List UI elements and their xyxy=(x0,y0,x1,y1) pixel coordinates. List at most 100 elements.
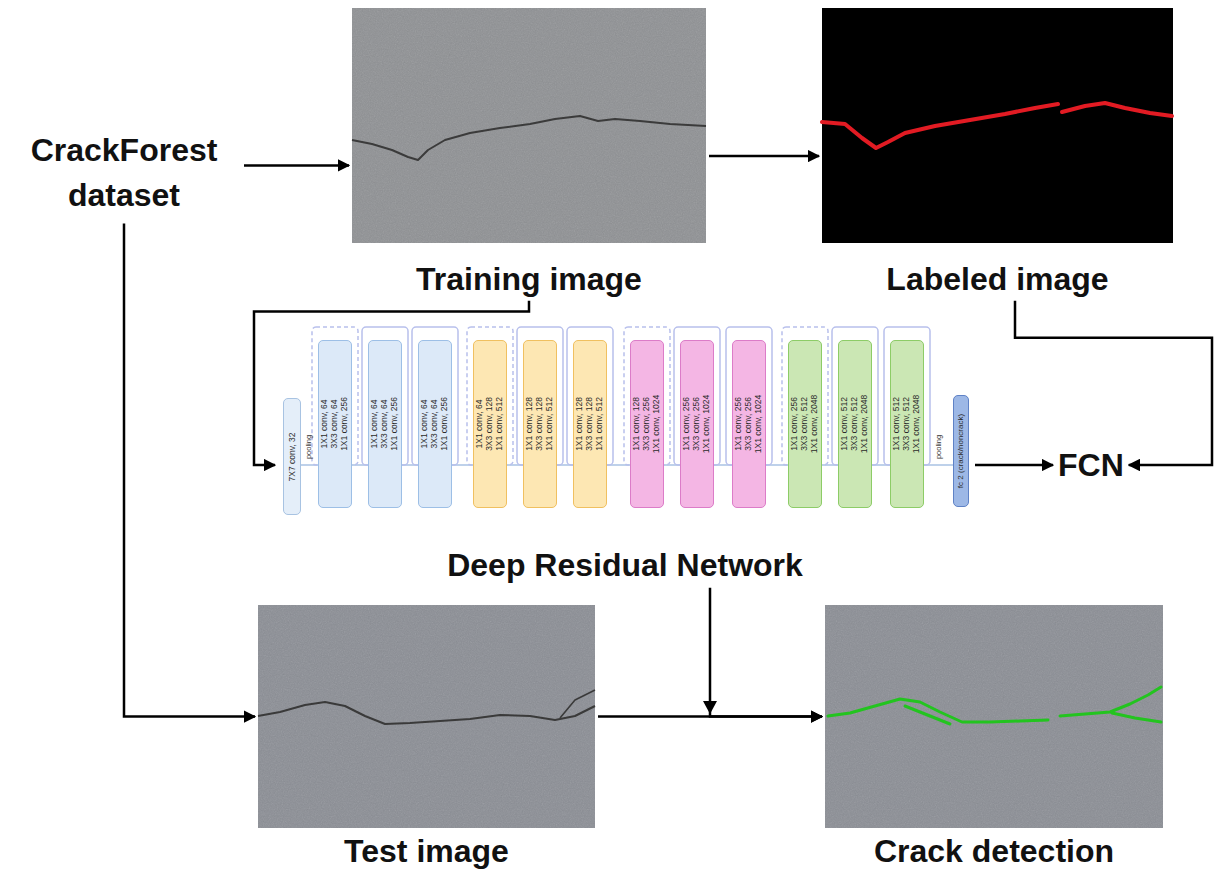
layer-text-group: 7X7 conv, 32 xyxy=(284,399,300,514)
image-panel: Labeled image xyxy=(822,8,1173,298)
test-photo xyxy=(258,605,595,828)
layer-block: 1X1 conv, 1283X3 conv, 1281X1 conv, 512 xyxy=(573,340,607,508)
layer-text: 3X3 conv, 128 xyxy=(535,397,545,451)
layer-label: pooling xyxy=(935,435,943,459)
pavement-texture xyxy=(825,605,1163,828)
layer-text: 1X1 conv, 1024 xyxy=(702,395,712,453)
layer-text: 1X1 conv, 512 xyxy=(495,397,505,451)
layer-text: 3X3 conv, 256 xyxy=(642,397,652,451)
pavement-texture xyxy=(352,8,706,243)
caption: Test image xyxy=(258,833,595,870)
layer-text: 1X1 conv, 256 xyxy=(440,397,450,451)
layer-text-group: fc 2 (crack/noncrack) xyxy=(954,396,968,506)
layer-text: 1X1 conv, 256 xyxy=(790,397,800,451)
layer-text: 1X1 conv, 64 xyxy=(320,400,330,449)
layer-text: 3X3 conv, 512 xyxy=(902,397,912,451)
layer-text: 3X3 conv, 64 xyxy=(380,400,390,449)
crack-label xyxy=(1062,103,1172,116)
layer-text: 7X7 conv, 32 xyxy=(287,432,297,481)
layer-text: 1X1 conv, 64 xyxy=(475,400,485,449)
layer-text-group: 1X1 conv, 2563X3 conv, 2561X1 conv, 1024 xyxy=(733,341,765,507)
node-label: CrackForest dataset xyxy=(8,128,240,218)
layer-block: fc 2 (crack/noncrack) xyxy=(953,395,969,507)
layer-text-group: 1X1 conv, 643X3 conv, 641X1 conv, 256 xyxy=(319,341,351,507)
crack-label xyxy=(822,104,1058,148)
layer-text: 3X3 conv, 64 xyxy=(430,400,440,449)
layer-block: 1X1 conv, 5123X3 conv, 5121X1 conv, 2048 xyxy=(890,340,924,508)
pavement xyxy=(258,605,595,828)
detected-crack xyxy=(1112,713,1161,722)
layer-text: 1X1 conv, 256 xyxy=(340,397,350,451)
caption: Crack detection xyxy=(825,833,1163,870)
caption: Training image xyxy=(352,261,706,298)
layer-text: 1X1 conv, 512 xyxy=(892,397,902,451)
text-node: FCN xyxy=(1058,445,1124,485)
pavement-texture xyxy=(258,605,595,828)
layer-text: 1X1 conv, 128 xyxy=(632,397,642,451)
image-panel: Crack detection xyxy=(825,605,1163,870)
layer-text: 1X1 conv, 1024 xyxy=(652,395,662,453)
layer-text: 3X3 conv, 64 xyxy=(330,400,340,449)
result-photo xyxy=(825,605,1163,828)
layer-text: 1X1 conv, 256 xyxy=(390,397,400,451)
node-label: FCN xyxy=(1058,445,1124,485)
layer-text: fc 2 (crack/noncrack) xyxy=(956,414,965,488)
layer-block: 1X1 conv, 2563X3 conv, 5121X1 conv, 2048 xyxy=(788,340,822,508)
layer-text-group: 1X1 conv, 5123X3 conv, 5121X1 conv, 2048 xyxy=(839,341,871,507)
layer-block: 1X1 conv, 643X3 conv, 641X1 conv, 256 xyxy=(368,340,402,508)
layer-block: 1X1 conv, 1283X3 conv, 1281X1 conv, 512 xyxy=(523,340,557,508)
layer-text: 3X3 conv, 512 xyxy=(850,397,860,451)
layer-block: 1X1 conv, 643X3 conv, 641X1 conv, 256 xyxy=(418,340,452,508)
training-photo xyxy=(352,8,706,243)
layer-text: 3X3 conv, 512 xyxy=(800,397,810,451)
image-panel: Training image xyxy=(352,8,706,298)
layer-text: 1X1 conv, 2048 xyxy=(860,395,870,453)
layer-text-group: 1X1 conv, 1283X3 conv, 1281X1 conv, 512 xyxy=(524,341,556,507)
mask-ground xyxy=(822,8,1173,243)
layer-text: 1X1 conv, 512 xyxy=(545,397,555,451)
caption: Labeled image xyxy=(822,261,1173,298)
layer-block: 1X1 conv, 1283X3 conv, 2561X1 conv, 1024 xyxy=(630,340,664,508)
pavement xyxy=(352,8,706,243)
crack xyxy=(560,690,595,718)
layer-text-group: 1X1 conv, 2563X3 conv, 2561X1 conv, 1024 xyxy=(681,341,713,507)
text-node: CrackForest dataset xyxy=(8,128,240,218)
layer-block: 1X1 conv, 2563X3 conv, 2561X1 conv, 1024 xyxy=(680,340,714,508)
detected-crack xyxy=(1060,687,1161,716)
layer-text: 1X1 conv, 2048 xyxy=(912,395,922,453)
pavement xyxy=(825,605,1163,828)
layer-text: 1X1 conv, 64 xyxy=(370,400,380,449)
detected-crack xyxy=(905,706,950,724)
crack xyxy=(352,116,706,160)
flow-arrow xyxy=(1015,301,1212,465)
layer-text-group: 1X1 conv, 5123X3 conv, 5121X1 conv, 2048 xyxy=(891,341,923,507)
flow-arrow xyxy=(709,155,819,158)
network-panel: Deep Residual Network 7X7 conv, 32 1X1 con… xyxy=(278,325,972,584)
layer-text: 1X1 conv, 2048 xyxy=(810,395,820,453)
layer-text: 1X1 conv, 256 xyxy=(682,397,692,451)
label-mask xyxy=(822,8,1173,243)
layer-text: 3X3 conv, 128 xyxy=(585,397,595,451)
flow-arrow xyxy=(124,224,255,717)
layer-text-group: 1X1 conv, 643X3 conv, 1281X1 conv, 512 xyxy=(474,341,506,507)
layer-text: 1X1 conv, 512 xyxy=(595,397,605,451)
layer-label: pooling xyxy=(305,435,313,459)
layer-block: 1X1 conv, 643X3 conv, 641X1 conv, 256 xyxy=(318,340,352,508)
image-panel: Test image xyxy=(258,605,595,870)
layer-block: 1X1 conv, 5123X3 conv, 5121X1 conv, 2048 xyxy=(838,340,872,508)
layer-text: 1X1 conv, 256 xyxy=(734,397,744,451)
layer-text: 3X3 conv, 128 xyxy=(485,397,495,451)
crack xyxy=(258,702,595,724)
layer-text: 3X3 conv, 256 xyxy=(744,397,754,451)
flow-arrow xyxy=(975,464,1053,467)
layer-text: 1X1 conv, 512 xyxy=(840,397,850,451)
caption: Deep Residual Network xyxy=(278,547,972,584)
layer-block: 1X1 conv, 2563X3 conv, 2561X1 conv, 1024 xyxy=(732,340,766,508)
layer-block: 7X7 conv, 32 xyxy=(283,398,301,515)
layer-text: 1X1 conv, 64 xyxy=(420,400,430,449)
flow-arrow xyxy=(710,588,822,717)
